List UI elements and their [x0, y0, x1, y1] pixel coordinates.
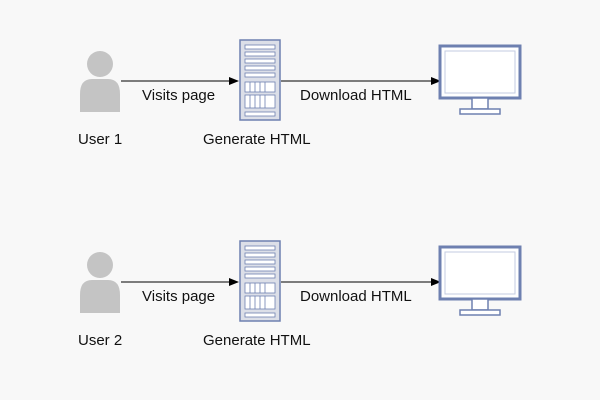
request-label: Visits page — [142, 288, 216, 305]
user-icon — [80, 252, 120, 313]
monitor-icon — [438, 44, 522, 115]
server-label: Generate HTML — [203, 332, 311, 349]
monitor-icon — [438, 245, 522, 316]
server-label: Generate HTML — [203, 131, 311, 148]
response-label: Download HTML — [300, 87, 412, 104]
user-label: User 1 — [78, 131, 123, 148]
response-label: Download HTML — [300, 288, 412, 305]
server-rack-icon — [239, 39, 281, 121]
diagram-row-2 — [80, 240, 522, 322]
user-icon — [80, 51, 120, 112]
request-label: Visits page — [142, 87, 216, 104]
server-rack-icon — [239, 240, 281, 322]
user-label: User 2 — [78, 332, 123, 349]
diagram-row-1 — [80, 39, 522, 121]
